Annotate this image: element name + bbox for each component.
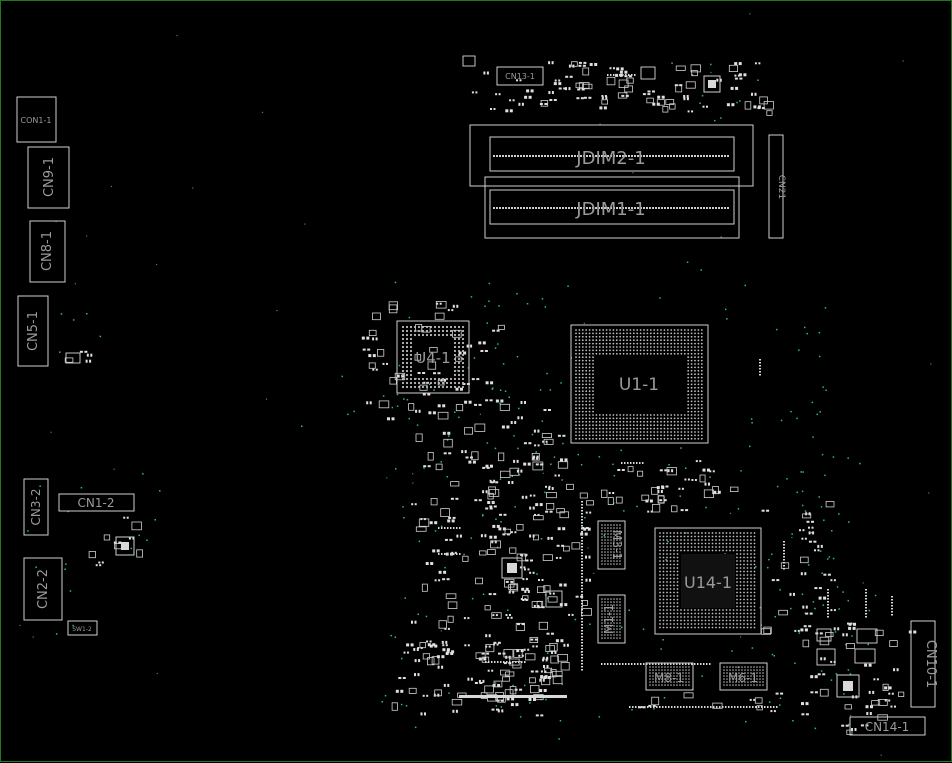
m1-ball-grid [601, 598, 621, 639]
small-ic-right [836, 674, 860, 698]
small-components [64, 55, 917, 735]
connector-cn21[interactable]: CN21 [768, 134, 786, 239]
jdim1-label: JDIM1-1 [575, 199, 645, 220]
connector-cn2[interactable]: CN2-2 [23, 557, 63, 621]
switch-sw1[interactable]: SW1-2 [67, 620, 98, 636]
cn21-label: CN21 [776, 175, 786, 199]
cn8-label: CN8-1 [40, 231, 55, 271]
m3-ball-grid [601, 524, 621, 565]
small-ic-top [703, 75, 721, 93]
memory-chip-m8[interactable]: M8-1 [645, 662, 694, 691]
cn14-label: CN14-1 [865, 720, 910, 734]
cn2-label: CN2-2 [36, 569, 51, 609]
connector-cn5[interactable]: CN5-1 [17, 295, 49, 367]
connector-cn13[interactable]: CN13-1 [496, 66, 544, 86]
u1-ball-grid [575, 329, 703, 440]
u4-label: U4-1 [415, 349, 450, 367]
connector-cn8[interactable]: CN8-1 [29, 220, 66, 283]
m3-label: M3-1 [610, 530, 624, 560]
m1-label: M1-1 [602, 604, 616, 634]
connector-cn14[interactable]: CN14-1 [849, 716, 926, 736]
m6-ball-grid [723, 666, 764, 686]
cn10-label: CN10-1 [923, 640, 938, 688]
u4-ball-grid [401, 325, 465, 389]
chip-u14[interactable]: U14-1 [654, 527, 762, 635]
cn1-label: CN1-2 [78, 496, 115, 510]
connector-con1[interactable]: CON1-1 [16, 96, 57, 143]
chip-u1[interactable]: U1-1 [570, 324, 709, 444]
connector-cn10[interactable]: CN10-1 [910, 620, 938, 708]
small-ic-left [115, 536, 135, 556]
via-field [19, 13, 932, 756]
connector-cn9[interactable]: CN9-1 [27, 146, 70, 209]
memory-chip-m6[interactable]: M6-1 [719, 662, 768, 691]
dimm-slot-jdim2[interactable]: JDIM2-1 [469, 124, 754, 187]
connector-cn1[interactable]: CN1-2 [58, 493, 135, 512]
pad-row-bottom [459, 695, 567, 698]
m8-label: M8-1 [654, 671, 684, 685]
m8-ball-grid [649, 666, 690, 686]
cn5-label: CN5-1 [26, 311, 41, 351]
cn13-label: CN13-1 [505, 72, 535, 81]
memory-chip-m3[interactable]: M3-1 [597, 520, 626, 570]
m6-label: M6-1 [728, 671, 758, 685]
u1-label: U1-1 [619, 375, 659, 395]
cn9-label: CN9-1 [42, 157, 57, 197]
connector-cn3[interactable]: CN3-2 [23, 478, 49, 536]
u14-ball-grid [659, 532, 756, 629]
dimm-slot-jdim1[interactable]: JDIM1-1 [484, 176, 740, 239]
u14-label: U14-1 [684, 573, 732, 592]
con1-label: CON1-1 [21, 116, 52, 125]
small-ic-mid [501, 557, 523, 579]
chip-u4[interactable]: U4-1 [396, 320, 470, 394]
sw1-label: SW1-2 [72, 626, 92, 633]
jdim2-label: JDIM2-1 [575, 148, 645, 169]
memory-chip-m1[interactable]: M1-1 [597, 594, 626, 644]
cn3-label: CN3-2 [29, 489, 43, 526]
